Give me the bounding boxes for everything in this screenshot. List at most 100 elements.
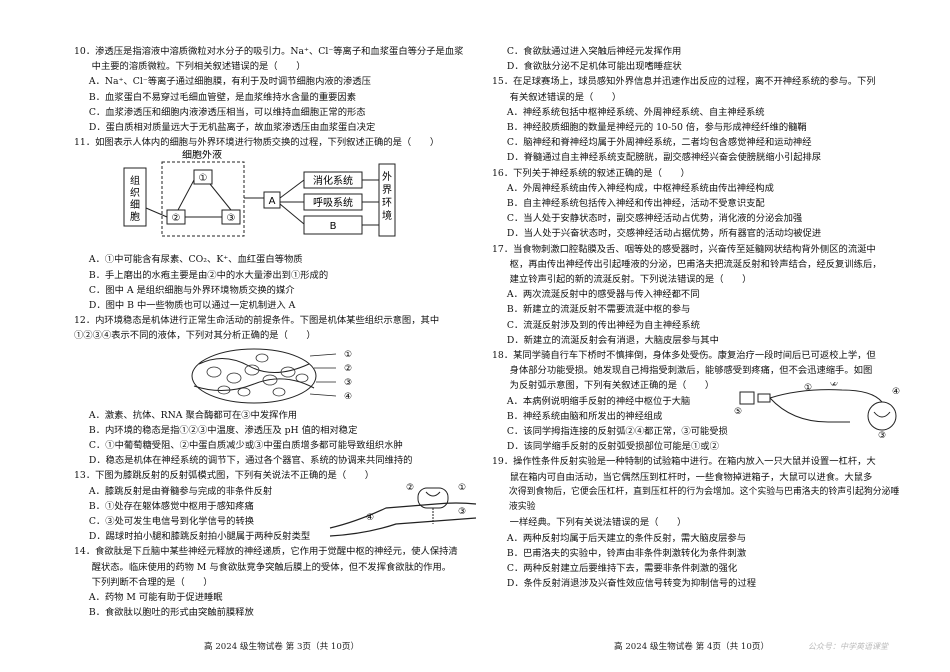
q14-option-a: A．药物 M 可能有助于促进睡眠	[88, 592, 223, 604]
q14-stem-1: 14．食欲肽是下丘脑中某些神经元释放的神经递质，它作用于觉醒中枢的神经元，使人保…	[74, 546, 458, 558]
q18-label-1: ①	[804, 383, 812, 393]
q18-label-4: ④	[892, 387, 900, 397]
q11-option-b: B．手上磨出的水疱主要是由②中的水大量渗出到①形成的	[88, 269, 329, 281]
q17-option-b: B．新建立的流涎反射不需要流涎中枢的参与	[506, 304, 691, 316]
q11-b: B	[330, 221, 337, 232]
q18-label-3: ③	[878, 431, 886, 440]
q11-resp: 呼吸系统	[313, 196, 353, 209]
tissue-diagram: ① ② ③ ④	[191, 348, 352, 404]
question-11: 11．如图表示人体内的细胞与外界环境进行物质交换的过程，下列叙述正确的是（ ） …	[74, 135, 494, 313]
q15-stem-2: 有关叙述错误的是（ ）	[509, 91, 622, 103]
q10-option-c: C．血浆渗透压和细胞内液渗透压相当，可以维持血细胞正常的形态	[88, 106, 366, 118]
q12-label-1: ①	[344, 350, 352, 360]
q13-stem: 13．下图为膝跳反射的反射弧模式图，下列有关说法不正确的是（ ）	[74, 470, 375, 482]
question-13: 13．下图为膝跳反射的反射弧模式图，下列有关说法不正确的是（ ） ① ② ③ ④…	[74, 468, 494, 544]
q13-option-b: B．①处存在躯体感觉中枢用于感知疼痛	[88, 500, 254, 512]
q11-option-d: D．图中 B 中一些物质也可以通过一定机制进入 A	[88, 300, 296, 312]
q12-label-2: ②	[344, 364, 352, 374]
q18-option-b: B．神经系统由脑和所发出的神经组成	[506, 410, 663, 422]
q19-option-c: C．两种反射建立后要维持下去，需要非条件刺激的强化	[506, 562, 738, 574]
q14-option-b: B．食欲肽以胞吐的形式由突触前膜释放	[88, 607, 254, 619]
q12-label-3: ③	[344, 378, 352, 388]
q11-option-c: C．图中 A 是组织细胞与外界环境物质交换的媒介	[88, 284, 295, 296]
q15-stem-1: 15．在足球赛场上，球员感知外界信息并迅速作出反应的过程，离不开神经系统的参与。…	[492, 76, 876, 88]
q18-stem-1: 18．某同学骑自行车下桥时不慎摔倒，身体多处受伤。康复治疗一段时间后已可返校上学…	[492, 350, 876, 362]
reflex-arc-diagram: ⑤ ① ② ④ ③	[734, 382, 900, 440]
q14-option-c: C．食欲肽通过进入突触后神经元发挥作用	[506, 46, 682, 57]
q10-option-a: A．Na⁺、Cl⁻等离子通过细胞膜，有利于及时调节细胞内液的渗透压	[88, 76, 371, 88]
q17-option-a: A．两次流涎反射中的感受器与传入神经都不同	[506, 289, 700, 301]
q10-stem-2: 中主要的溶质微粒。下列相关叙述错误的是（ ）	[91, 61, 306, 73]
q18-stem-3: 为反射弧示意图，下列有关叙述正确的是（ ）	[509, 380, 715, 392]
q15-option-b: B．神经胶质细胞的数量是神经元的 10-50 倍，参与形成神经纤维的髓鞘	[506, 122, 807, 134]
q15-option-d: D．脊髓通过自主神经系统支配膀胱，副交感神经兴奋会使膀胱缩小引起排尿	[506, 152, 822, 164]
q13-label-2: ②	[406, 483, 414, 493]
q16-stem: 16．下列关于神经系统的叙述正确的是（ ）	[492, 167, 690, 179]
q11-left-box-label: 组织细胞	[130, 174, 140, 223]
q14-option-d: D．食欲肽分泌不足机体可能出现嗜睡症状	[506, 61, 682, 73]
q13-option-a: A．膝跳反射是由脊髓参与完成的非条件反射	[88, 485, 273, 497]
q13-label-3: ③	[458, 507, 466, 517]
question-18: 18．某同学骑自行车下桥时不慎摔倒，身体多处受伤。康复治疗一段时间后已可返校上学…	[492, 348, 900, 454]
question-10: 10．渗透压是指溶液中溶质微粒对水分子的吸引力。Na⁺、Cl⁻等离子和血浆蛋白等…	[74, 44, 494, 135]
q19-stem-4: 一样经典。下列有关说法错误的是（ ）	[509, 517, 687, 529]
q12-stem-2: ①②③④表示不同的液体，下列对其分析正确的是（ ）	[74, 330, 316, 342]
q12-figure: ① ② ③ ④	[74, 344, 494, 408]
q13-label-1: ①	[458, 483, 466, 493]
q16-option-a: A．外周神经系统由传入神经构成，中枢神经系统由传出神经构成	[506, 182, 774, 194]
q12-option-b: B．内环境的稳态是指①②③中温度、渗透压及 pH 值的相对稳定	[88, 424, 358, 436]
q17-stem-1: 17．当食物刺激口腔黏膜及舌、咽等处的感受器时，兴奋传至延髓网状结构背外侧区的流…	[492, 243, 876, 255]
q18-label-5: ⑤	[734, 407, 742, 417]
q11-c2: ②	[172, 213, 181, 224]
q10-option-b: B．血浆蛋白不易穿过毛细血管壁，是血浆维持水含量的重要因素	[88, 91, 357, 103]
q11-a: A	[269, 196, 276, 207]
q11-c1: ①	[199, 173, 208, 184]
q13-option-c: C．③处可发生电信号到化学信号的转换	[88, 516, 255, 528]
page-footer-left: 高 2024 级生物试卷 第 3页（共 10页）	[204, 642, 360, 652]
question-14-continued: C．食欲肽通过进入突触后神经元发挥作用 D．食欲肽分泌不足机体可能出现嗜睡症状	[492, 44, 900, 74]
q18-option-c: C．该同学拇指连接的反射弧②④都正常，③可能受损	[506, 426, 728, 438]
question-12: 12．内环境稳态是机体进行正常生命活动的前提条件。下图是机体某些组织示意图，其中…	[74, 313, 494, 468]
q11-env: 外界环境	[382, 171, 392, 222]
right-column: C．食欲肽通过进入突触后神经元发挥作用 D．食欲肽分泌不足机体可能出现嗜睡症状 …	[492, 44, 900, 591]
question-14: 14．食欲肽是下丘脑中某些神经元释放的神经递质，它作用于觉醒中枢的神经元，使人保…	[74, 544, 494, 620]
q19-stem-3: 次得到食物后，它便会压杠杆，直到压杠杆的行为会增加。这个实验与巴甫洛夫的铃声引起…	[508, 486, 900, 513]
q11-option-a: A．①中可能含有尿素、CO₂、K⁺、血红蛋白等物质	[88, 254, 303, 266]
q11-top-label: 细胞外液	[182, 150, 222, 161]
question-15: 15．在足球赛场上，球员感知外界信息并迅速作出反应的过程，离不开神经系统的参与。…	[492, 74, 900, 165]
q13-option-d: D．踢球时拍小腿和膝跳反射拍小腿属于两种反射类型	[88, 531, 311, 543]
q15-option-a: A．神经系统包括中枢神经系统、外周神经系统、自主神经系统	[506, 106, 765, 118]
q18-option-a: A．本病例说明缩手反射的神经中枢位于大脑	[506, 395, 691, 407]
q16-option-b: B．自主神经系统包括传入神经和传出神经，活动不受意识支配	[506, 198, 765, 210]
q10-stem-1: 10．渗透压是指溶液中溶质微粒对水分子的吸引力。Na⁺、Cl⁻等离子和血浆蛋白等…	[74, 46, 464, 57]
q11-figure: 组织细胞 细胞外液 ① ② ③ A 消化系统	[74, 148, 494, 252]
q18-label-2: ②	[830, 382, 838, 389]
q12-stem-1: 12．内环境稳态是机体进行正常生命活动的前提条件。下图是机体某些组织示意图，其中	[74, 315, 440, 327]
q19-option-a: A．两种反射均属于后天建立的条件反射，需大脑皮层参与	[506, 532, 747, 544]
q15-option-c: C．脑神经和脊神经均属于外周神经系统，二者均包含感觉神经和运动神经	[506, 137, 812, 149]
body-fluid-exchange-diagram: 组织细胞 细胞外液 ① ② ③ A 消化系统	[123, 148, 396, 237]
q19-stem-1: 19．操作性条件反射实验是一种特制的试验箱中进行。在箱内放入一只大鼠并设置一杠杆…	[492, 456, 876, 468]
q11-stem: 11．如图表示人体内的细胞与外界环境进行物质交换的过程，下列叙述正确的是（ ）	[74, 137, 440, 149]
left-column: 10．渗透压是指溶液中溶质微粒对水分子的吸引力。Na⁺、Cl⁻等离子和血浆蛋白等…	[74, 44, 494, 620]
q11-c3: ③	[227, 213, 236, 224]
watermark: 公众号：中学英语课堂	[808, 642, 888, 651]
question-17: 17．当食物刺激口腔黏膜及舌、咽等处的感受器时，兴奋传至延髓网状结构背外侧区的流…	[492, 242, 900, 348]
q14-stem-3: 下列判断不合理的是（ ）	[91, 576, 213, 588]
knee-jerk-reflex-arc: ① ② ③ ④	[329, 483, 477, 537]
q18-option-d: D．该同学缩手反射的反射弧受损部位可能是①或②	[506, 441, 719, 453]
q18-stem-2: 身体部分功能受损。她发现自己拇指受刺激后，能够感受到疼痛，但不会迅速缩手。如图	[509, 365, 873, 377]
q17-option-d: D．新建立的流涎反射会有消退，大脑皮层参与其中	[506, 334, 719, 346]
q17-stem-3: 建立铃声引起的新的流涎反射。下列说法错误的是（ ）	[509, 274, 752, 286]
q13-label-4: ④	[366, 513, 374, 523]
q12-option-a: A．激素、抗体、RNA 聚合酶都可在③中发挥作用	[88, 409, 298, 421]
q19-stem-2: 鼠在箱内可自由活动，当它偶然压到杠杆时，一些食物掉进箱子，大鼠可以进食。大鼠多	[509, 471, 873, 483]
q19-option-b: B．巴甫洛夫的实验中，铃声由非条件刺激转化为条件刺激	[506, 547, 747, 559]
q17-stem-2: 枢，再由传出神经传出引起唾液的分泌，巴甫洛夫把流涎反射和铃声结合，经反复训练后，	[509, 258, 882, 270]
q10-option-d: D．蛋白质相对质量远大于无机盐离子，故血浆渗透压由血浆蛋白决定	[88, 122, 376, 134]
q11-digest: 消化系统	[313, 174, 353, 187]
question-19: 19．操作性条件反射实验是一种特制的试验箱中进行。在箱内放入一只大鼠并设置一杠杆…	[492, 454, 900, 591]
q12-label-4: ④	[344, 392, 352, 402]
q16-option-c: C．当人处于安静状态时，副交感神经活动占优势，消化液的分泌会加强	[506, 213, 803, 225]
q17-option-c: C．流涎反射涉及到的传出神经为自主神经系统	[506, 319, 700, 331]
